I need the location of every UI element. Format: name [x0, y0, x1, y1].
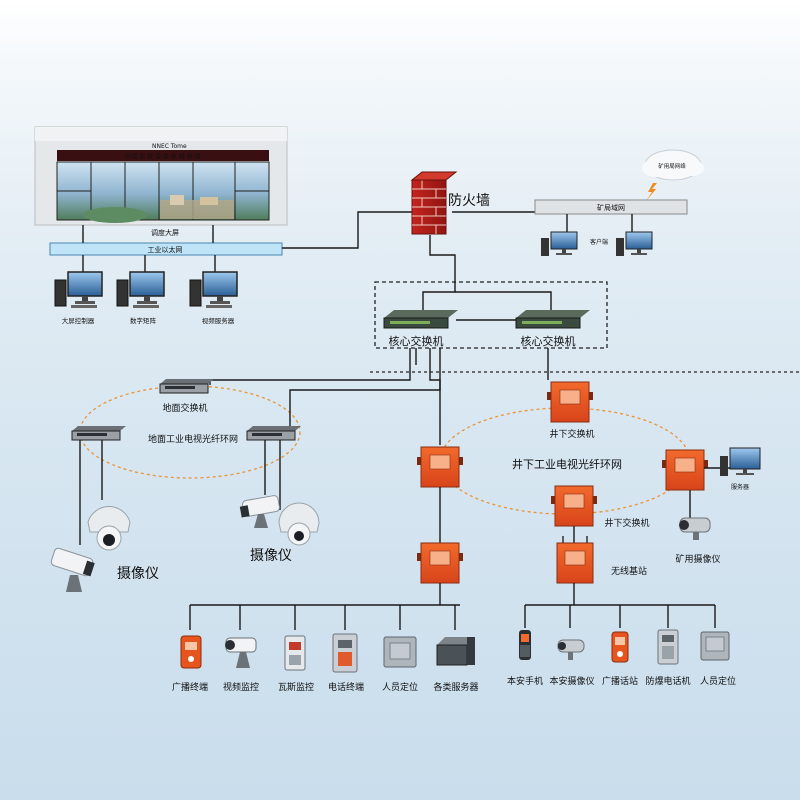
gas-monitor-icon [284, 635, 306, 671]
mine-wan-cloud-label: 矿用局网络 [658, 162, 686, 170]
bottom-left-label-3: 瓦斯监控 [278, 681, 314, 693]
pc-label-1: 大屏控制器 [62, 316, 95, 325]
underground-node-top [547, 381, 593, 423]
core-switch-1 [383, 310, 458, 329]
pc-label-2: 数字矩阵 [130, 316, 157, 325]
mine-wan-cloud: 矿用局网络 [642, 149, 704, 181]
wireless-base-station-icon [556, 536, 594, 584]
underground-switch-bottom-label: 井下交换机 [604, 517, 649, 529]
bottom-left-label-2: 视频监控 [223, 681, 259, 693]
broadcast-station-icon [611, 631, 629, 663]
bottom-right-bus [524, 583, 716, 628]
camera-label-right: 摄像仪 [250, 548, 292, 564]
bottom-left-label-6: 各类服务器 [433, 681, 478, 693]
control-room-wiring [82, 211, 535, 282]
bottom-right-label-5: 人员定位 [700, 675, 736, 687]
cctv-camera-icon [225, 637, 257, 668]
underground-node-right [662, 449, 708, 491]
wireless-label: 无线基站 [611, 565, 647, 577]
dome-camera-left [87, 506, 131, 551]
mine-wan-bar-label: 矿局域网 [597, 203, 625, 212]
core-switch-group [374, 281, 608, 349]
personnel-locator-icon-left [383, 636, 417, 668]
pc-label-3: 视频服务器 [202, 316, 235, 325]
core-switch-label-1: 核心交换机 [389, 334, 444, 348]
bottom-right-label-1: 本安手机 [507, 675, 543, 687]
surface-switch-right [246, 426, 301, 441]
control-room-pc-2 [116, 271, 165, 308]
underground-node-lower-left [417, 542, 463, 584]
camera-label-left: 摄像仪 [117, 566, 159, 582]
broadcast-terminal-icon [180, 635, 202, 669]
dome-camera-right [278, 502, 320, 546]
underground-node-bottom [551, 485, 597, 527]
ethernet-bar-label: 工业以太网 [148, 245, 183, 254]
surface-switch-top [159, 379, 214, 394]
dispatch-screen-label: 调度大屏 [151, 228, 179, 237]
telephone-terminal-icon [332, 633, 358, 673]
server-label: 服务器 [731, 483, 749, 491]
server-icon [436, 637, 475, 666]
personnel-locator-icon-right [700, 631, 730, 661]
underground-ring-label: 井下工业电视光纤环网 [512, 457, 622, 471]
firewall-icon [410, 171, 458, 235]
underground-switch-top-label: 井下交换机 [549, 428, 594, 440]
bottom-right-label-4: 防爆电话机 [645, 675, 690, 687]
safety-camera-icon [557, 639, 585, 660]
wall-banner: 环境 监 控 设 备 在 线 管 理 [125, 153, 200, 161]
control-room-pc-3 [189, 271, 238, 308]
industrial-ethernet-bar: 工业以太网 [49, 242, 283, 256]
client-pc-1 [541, 231, 578, 256]
control-room-pc-1 [54, 271, 103, 308]
video-wall: NNEC Tome 环境 监 控 设 备 在 线 管 理 调度大屏 [34, 126, 288, 237]
mine-camera-icon [679, 517, 711, 540]
surface-switch-left [71, 426, 126, 441]
surface-fiber-ring [79, 385, 301, 479]
bottom-left-bus [189, 583, 460, 630]
bottom-left-label-5: 人员定位 [382, 681, 418, 693]
safety-phone-icon [519, 630, 531, 660]
client-label: 客户端 [590, 238, 608, 246]
mine-camera-label: 矿用摄像仪 [675, 553, 720, 565]
core-switch-label-2: 核心交换机 [521, 334, 576, 348]
mine-wan-bar: 矿局域网 [534, 199, 688, 215]
bottom-left-label-1: 广播终端 [172, 681, 208, 693]
client-pc-2 [616, 231, 653, 256]
bottom-right-label-3: 广播话站 [602, 675, 638, 687]
bullet-camera-right [239, 495, 280, 528]
underground-node-left [417, 446, 463, 488]
surface-ring-label: 地面工业电视光纤环网 [148, 433, 238, 445]
bottom-right-label-2: 本安摄像仪 [549, 675, 594, 687]
firewall-label: 防火墙 [448, 193, 490, 209]
explosion-proof-phone-icon [657, 629, 679, 665]
wall-header-label: NNEC Tome [152, 143, 187, 150]
surface-switch-label: 地面交换机 [162, 402, 207, 414]
core-switch-2 [515, 310, 590, 329]
lightning-icon [646, 183, 657, 201]
bottom-left-label-4: 电话终端 [328, 681, 364, 693]
bullet-camera-left [50, 547, 95, 592]
server-pc [720, 447, 761, 476]
